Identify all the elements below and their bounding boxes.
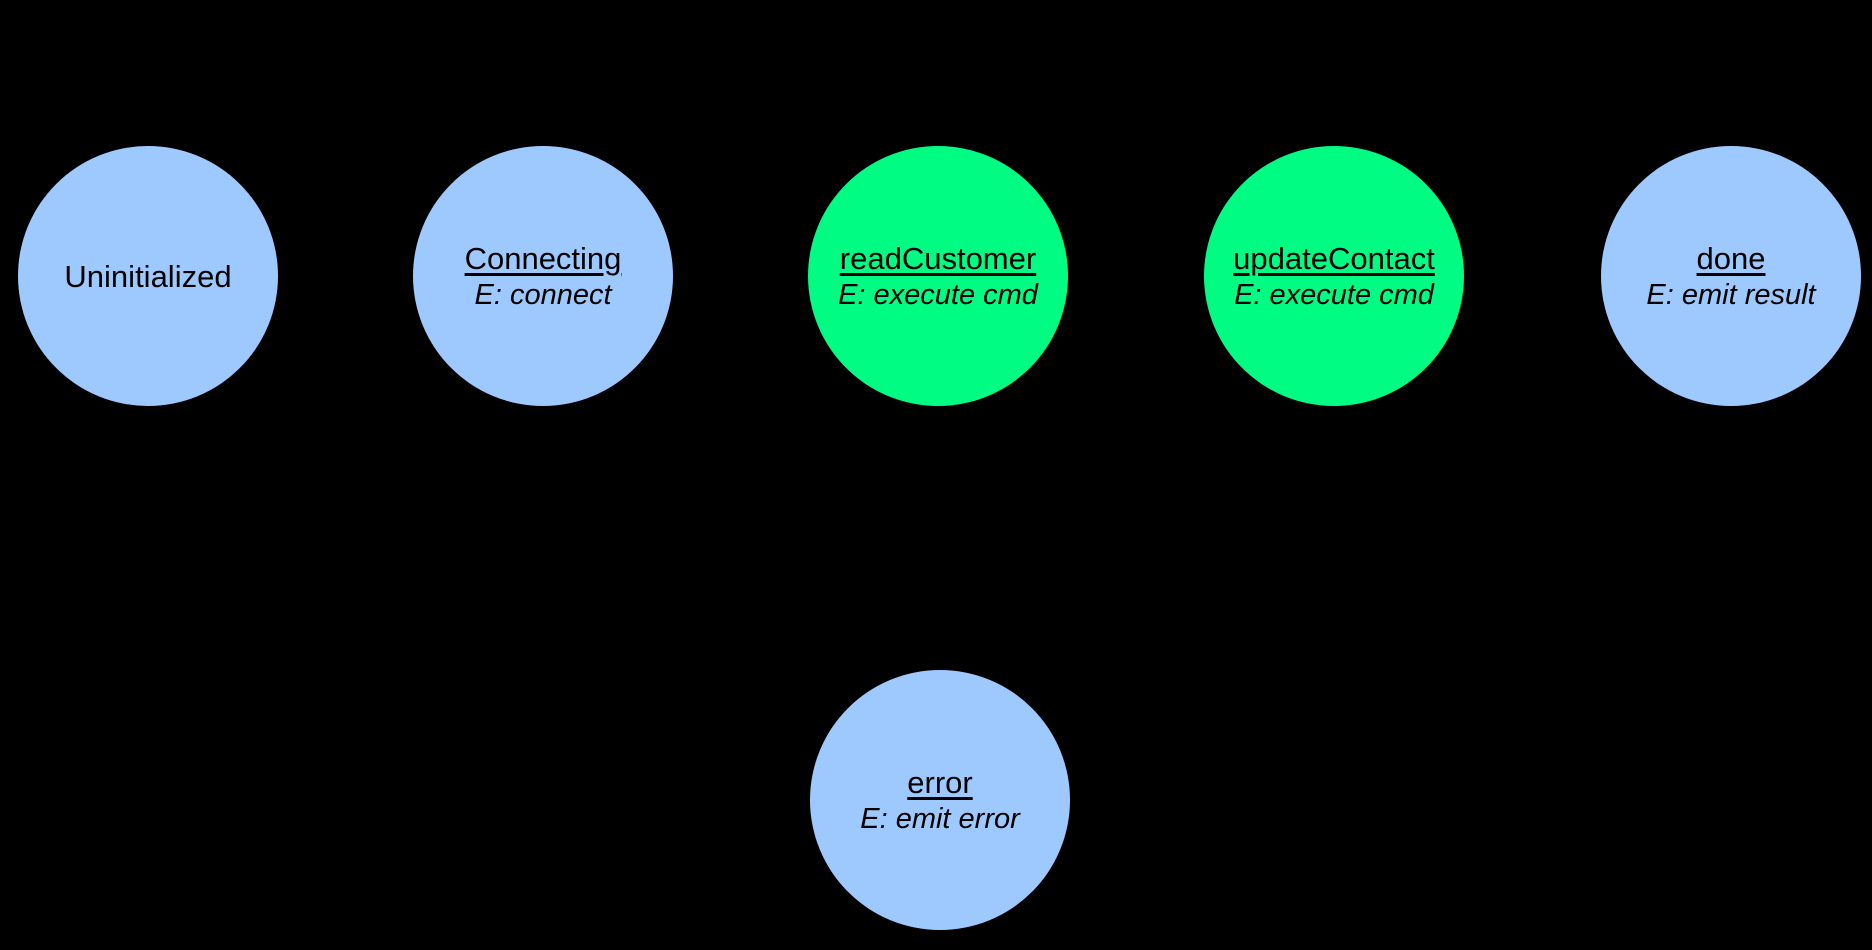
- state-node-name: Uninitialized: [64, 258, 232, 294]
- state-node-event: E: emit result: [1646, 278, 1816, 311]
- state-node-name: error: [907, 764, 973, 800]
- state-node-name: updateContact: [1233, 240, 1435, 276]
- state-node-event: E: connect: [474, 278, 612, 311]
- state-node-uninitialized[interactable]: Uninitialized: [18, 146, 278, 406]
- state-node-name: readCustomer: [839, 240, 1037, 276]
- state-node-event: E: execute cmd: [1234, 278, 1434, 311]
- state-node-event: E: execute cmd: [838, 278, 1038, 311]
- state-node-name: Connecting: [464, 240, 622, 276]
- state-node-name: done: [1696, 240, 1766, 276]
- state-node-event: E: emit error: [860, 802, 1020, 835]
